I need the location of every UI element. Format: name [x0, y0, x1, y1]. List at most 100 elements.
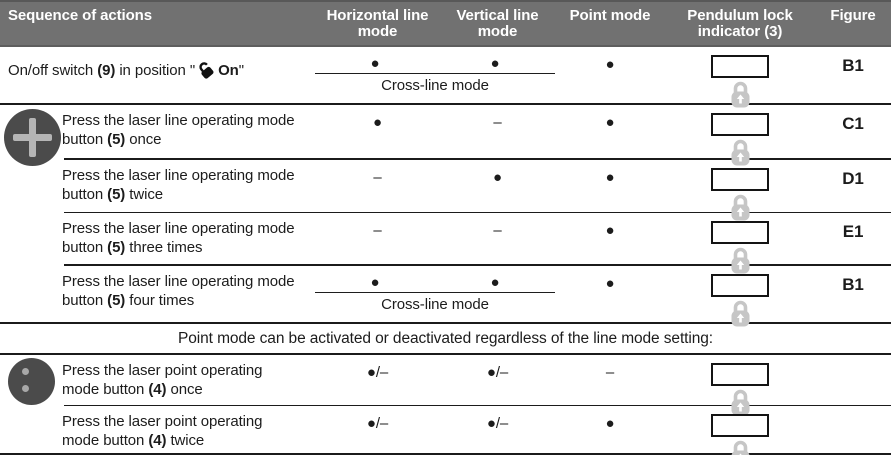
action-text: four times — [125, 291, 195, 309]
indicator-box-icon — [711, 273, 769, 297]
ref-number: (5) — [107, 131, 126, 148]
horizontal-mode-value: – — [373, 222, 382, 239]
padlock-icon — [731, 194, 749, 220]
vertical-mode-value: ●/– — [486, 415, 509, 432]
separator — [64, 404, 891, 406]
point-mode-value: ● — [605, 114, 615, 131]
table-header: Sequence of actions Horizontal line mode… — [0, 0, 891, 47]
two-dots-circle-icon — [8, 357, 55, 405]
figure-ref: D1 — [842, 168, 864, 188]
action-onoff-switch: On/off switch (9) in position " On" — [0, 47, 315, 109]
table-row: Press the laser line operating mode butt… — [0, 105, 891, 166]
action-line-button-three-times: Press the laser line operating mode butt… — [62, 213, 315, 275]
padlock-icon — [731, 81, 749, 108]
action-line-button-four-times: Press the laser line operating mode butt… — [62, 266, 315, 328]
point-mode-note: Point mode can be activated or deactivat… — [178, 329, 713, 347]
action-text: button — [62, 185, 108, 203]
table-row: Press the laser line operating mode butt… — [0, 160, 891, 220]
figure-ref: B1 — [842, 274, 864, 294]
header-vertical-line-mode: Vertical line mode — [456, 7, 539, 40]
action-text: " — [238, 62, 244, 79]
horizontal-mode-value: ● — [370, 55, 380, 72]
pendulum-indicator-cell — [665, 355, 815, 417]
horizontal-mode-value: ● — [373, 114, 382, 131]
pendulum-indicator-cell — [665, 213, 815, 275]
action-text: button — [62, 291, 108, 309]
mode-bullets: ● ● — [315, 266, 555, 293]
table-row: Press the laser point operating mode but… — [0, 406, 891, 455]
indicator-box-icon — [711, 113, 769, 136]
indicator-box-icon — [711, 414, 769, 437]
point-mode-value: – — [605, 363, 615, 381]
horizontal-mode-value: ●/– — [366, 415, 389, 432]
point-mode-value: ● — [605, 222, 615, 239]
horizontal-mode-value: ●/– — [366, 363, 389, 381]
vertical-mode-value: ● — [493, 168, 502, 186]
group-icon-cell — [0, 406, 62, 455]
vertical-mode-value: ● — [490, 55, 500, 72]
group-icon-cell — [0, 266, 62, 328]
point-mode-value: ● — [605, 415, 615, 432]
action-text: mode button — [62, 432, 149, 449]
action-text: in position " — [115, 62, 196, 79]
ref-number: (5) — [107, 291, 126, 309]
pendulum-indicator-cell — [665, 160, 815, 222]
crossline-label: Cross-line mode — [381, 77, 489, 94]
padlock-icon — [731, 300, 749, 326]
separator — [0, 453, 891, 455]
header-sequence-of-actions: Sequence of actions — [8, 7, 152, 24]
ref-number: (5) — [107, 185, 126, 203]
point-mode-value: ● — [605, 56, 615, 73]
horizontal-mode-value: ● — [370, 273, 380, 291]
ref-number: (9) — [97, 62, 116, 79]
action-point-button-twice: Press the laser point operating mode but… — [62, 406, 315, 455]
action-point-button-once: Press the laser point operating mode but… — [62, 355, 315, 417]
padlock-icon — [731, 247, 749, 274]
action-text: button — [62, 131, 108, 148]
padlock-icon — [731, 139, 749, 166]
separator — [64, 158, 891, 160]
group-icon-cell — [0, 355, 62, 417]
action-text: button — [62, 239, 108, 256]
indicator-box-icon — [711, 55, 769, 78]
action-text: once — [125, 131, 162, 148]
crossline-cell: ● ● Cross-line mode — [315, 47, 555, 109]
ref-number: (4) — [148, 432, 167, 449]
action-text: Press the laser point operating — [62, 361, 263, 379]
pendulum-indicator-cell — [665, 47, 815, 109]
header-point-mode: Point mode — [569, 7, 651, 24]
mode-bullets: ● ● — [315, 47, 555, 74]
action-text: three times — [125, 239, 203, 256]
vertical-mode-value: ●/– — [486, 363, 509, 381]
unlock-icon — [199, 62, 214, 79]
group-icon-cell — [0, 105, 62, 167]
table-row: On/off switch (9) in position " On" ● ● C… — [0, 47, 891, 108]
table-row: Press the laser point operating mode but… — [0, 355, 891, 415]
header-figure: Figure — [830, 7, 876, 24]
action-text: Press the laser line operating mode — [62, 220, 295, 237]
action-text: Press the laser line operating mode — [62, 166, 295, 184]
point-mode-value: ● — [605, 168, 615, 186]
crossline-label: Cross-line mode — [381, 295, 489, 313]
vertical-mode-value: ● — [490, 273, 500, 291]
figure-ref: B1 — [842, 56, 864, 75]
vertical-mode-value: – — [493, 222, 502, 239]
figure-ref: E1 — [842, 222, 864, 241]
action-text: Press the laser point operating — [62, 413, 263, 430]
separator — [64, 264, 891, 266]
pendulum-indicator-cell — [665, 105, 815, 167]
indicator-box-icon — [711, 167, 769, 191]
on-label: On — [218, 62, 239, 79]
vertical-mode-value: – — [493, 114, 502, 131]
separator — [64, 211, 891, 213]
separator — [0, 321, 891, 324]
figure-ref: C1 — [842, 114, 864, 133]
ref-number: (4) — [148, 380, 167, 398]
table-row: Press the laser line operating mode butt… — [0, 213, 891, 274]
action-text: mode button — [62, 380, 149, 398]
action-text: On/off switch — [8, 62, 98, 79]
indicator-box-icon — [711, 221, 769, 244]
action-text: twice — [125, 185, 163, 203]
padlock-icon — [731, 440, 749, 455]
